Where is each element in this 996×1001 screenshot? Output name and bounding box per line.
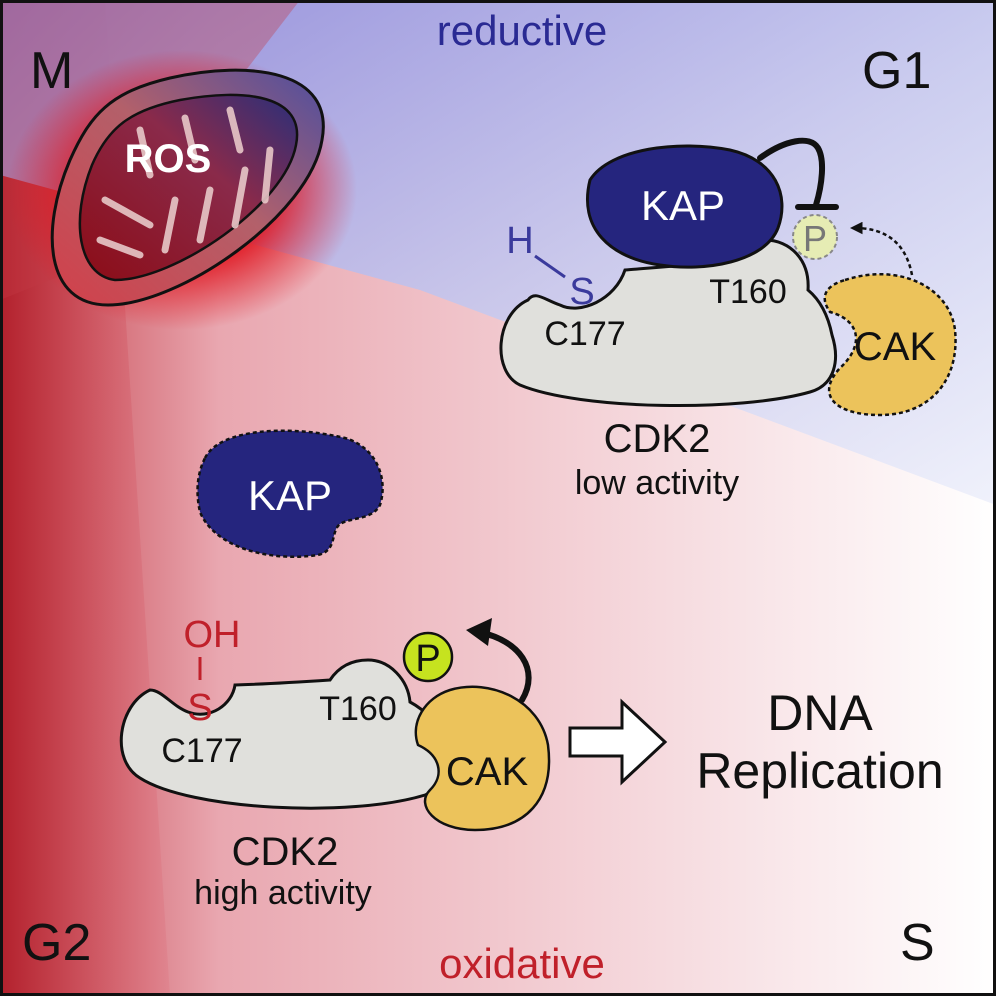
outcome-arrow xyxy=(568,698,668,786)
g1-cdk2-label: CDK2 xyxy=(604,417,711,461)
free-kap: KAP xyxy=(196,429,384,558)
g1-cak xyxy=(823,272,957,417)
phase-label-g2: G2 xyxy=(22,914,91,972)
s-phosphate-label: P xyxy=(415,638,440,680)
s-cdk2-label: CDK2 xyxy=(232,830,339,874)
s-cysteine-label: C177 xyxy=(161,732,242,770)
g1-threonine-label: T160 xyxy=(709,273,787,311)
mitochondrion-cristae xyxy=(96,106,274,259)
free-kap-shape xyxy=(196,429,384,558)
s-hydroxyl-oh: OH xyxy=(184,614,241,656)
s-sulfur: S xyxy=(187,687,212,729)
cak-phosphorylation-arrowhead xyxy=(466,618,492,646)
s-cdk2-activity: high activity xyxy=(194,874,372,912)
s-cak-label: CAK xyxy=(446,750,529,794)
phase-label-s: S xyxy=(900,914,935,972)
g1-kap xyxy=(586,144,784,269)
g1-thiol-h: H xyxy=(506,220,533,262)
g1-phosphate-label: P xyxy=(803,218,827,259)
phase-label-g1: G1 xyxy=(862,42,931,100)
free-kap-label: KAP xyxy=(248,472,332,519)
s-cdk2 xyxy=(119,658,449,810)
g1-phosphate xyxy=(792,214,838,260)
s-phosphate xyxy=(402,631,454,683)
mitochondrion: ROS xyxy=(7,50,357,330)
cak-phosphorylation-arrow xyxy=(475,629,532,703)
g1-cak-label: CAK xyxy=(854,325,937,369)
g1-kap-label: KAP xyxy=(641,182,725,229)
s-cak xyxy=(414,685,551,832)
s-complex: CAK P OH S C177 T160 CDK2 high activity xyxy=(119,614,551,912)
mitochondrion-inner-matrix xyxy=(78,93,299,282)
outcome-line2: Replication xyxy=(696,743,943,799)
ros-label: ROS xyxy=(125,137,212,181)
g1-cdk2 xyxy=(499,238,837,408)
g1-thiol-s: S xyxy=(569,271,594,313)
g1-complex: CAK KAP P H S C177 T160 CDK2 low activit… xyxy=(499,137,957,502)
s-threonine-label: T160 xyxy=(319,690,397,728)
outcome-line1: DNA xyxy=(767,685,873,741)
reductive-label: reductive xyxy=(437,7,607,54)
oxidative-label: oxidative xyxy=(439,940,605,987)
g1-thiol-bond xyxy=(534,254,566,279)
kap-inhibition-line xyxy=(757,137,826,208)
g1-cysteine-label: C177 xyxy=(544,315,625,353)
g1-cdk2-activity: low activity xyxy=(575,464,739,502)
cak-phosphorylation-arrow-dashed xyxy=(850,221,914,276)
